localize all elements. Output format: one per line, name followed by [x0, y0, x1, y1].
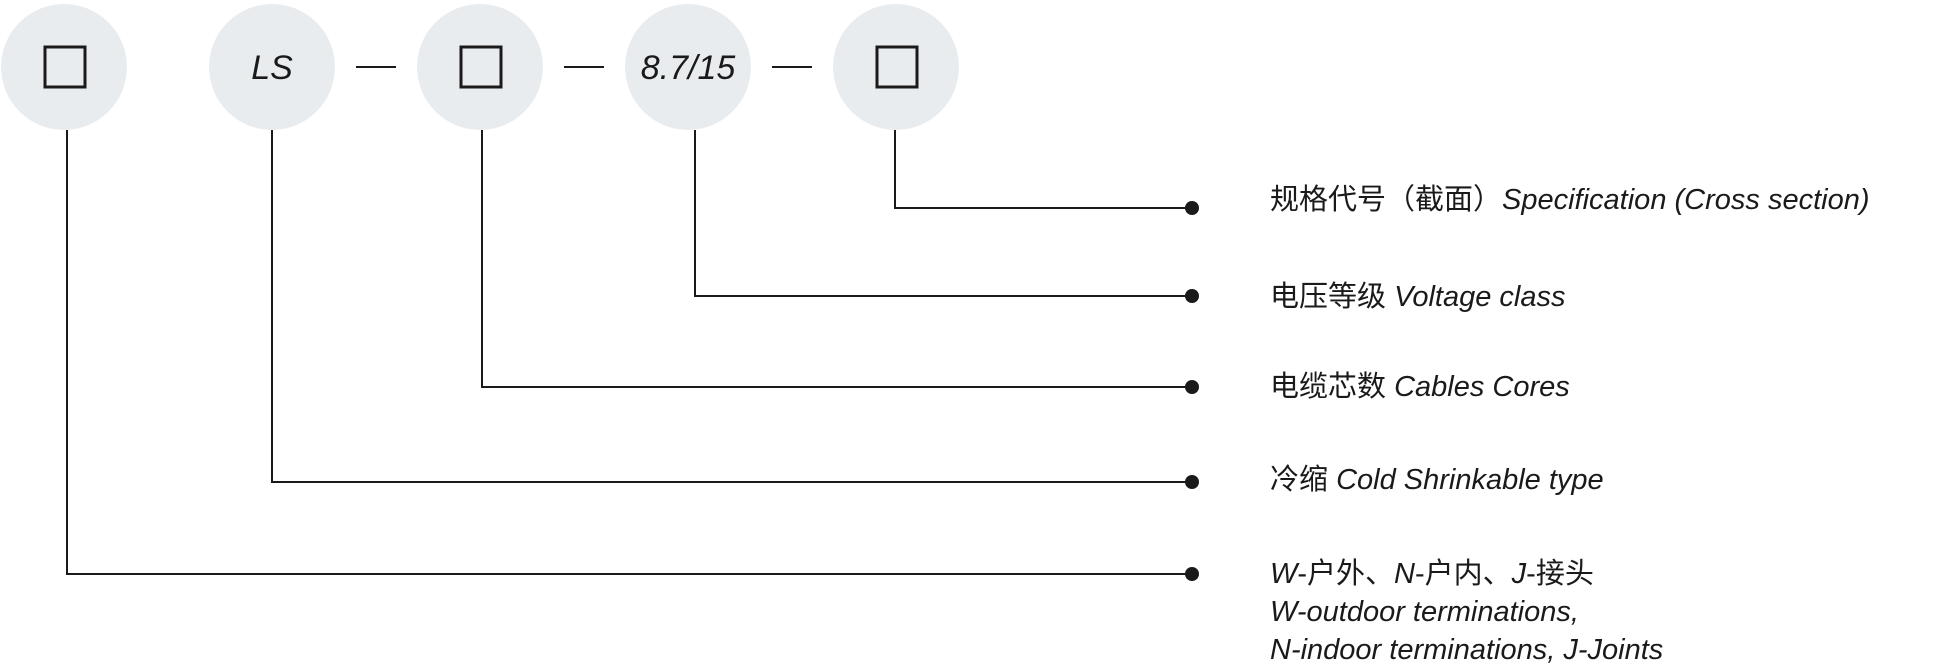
legend-cn-line: W-户外、N-户内、J-接头	[1270, 558, 1594, 590]
legend-en: Cold Shrinkable type	[1336, 464, 1604, 496]
connector-specification	[894, 130, 1192, 209]
code-part-3	[417, 4, 543, 130]
code-text-voltage: 8.7/15	[641, 49, 736, 87]
code-part-5	[833, 4, 959, 130]
connector-termination-type	[66, 130, 1192, 575]
legend-cn: 冷缩	[1270, 464, 1329, 496]
placeholder-box-icon	[875, 45, 919, 89]
code-text-ls: LS	[251, 49, 293, 87]
legend-cold-shrink: 冷缩 Cold Shrinkable type	[1270, 461, 1604, 499]
connector-dot	[1185, 289, 1199, 303]
legend-en: Voltage class	[1394, 281, 1566, 313]
legend-voltage: 电压等级 Voltage class	[1270, 278, 1566, 316]
legend-cn: 电缆芯数	[1270, 371, 1387, 403]
legend-en: Specification (Cross section)	[1502, 184, 1870, 216]
placeholder-box-icon	[43, 45, 87, 89]
legend-en-line-1: W-outdoor terminations,	[1270, 596, 1579, 628]
connector-dot	[1185, 201, 1199, 215]
code-part-4: 8.7/15	[625, 4, 751, 130]
legend-en: Cables Cores	[1394, 371, 1570, 403]
legend-specification: 规格代号（截面）Specification (Cross section)	[1270, 181, 1870, 219]
connector-cold-shrink	[271, 130, 1192, 483]
legend-cn: 规格代号（截面）	[1270, 184, 1503, 216]
code-part-2: LS	[209, 4, 335, 130]
code-part-1	[1, 4, 127, 130]
placeholder-box-icon	[459, 45, 503, 89]
connector-dot	[1185, 567, 1199, 581]
connector-cores	[481, 130, 1192, 388]
legend-termination-type: W-户外、N-户内、J-接头 W-outdoor terminations, N…	[1270, 555, 1663, 669]
legend-cores: 电缆芯数 Cables Cores	[1270, 368, 1570, 406]
connector-dot	[1185, 380, 1199, 394]
legend-en-line-2: N-indoor terminations, J-Joints	[1270, 634, 1664, 666]
connector-voltage	[694, 130, 1192, 297]
legend-cn: 电压等级	[1270, 281, 1387, 313]
connector-dot	[1185, 475, 1199, 489]
